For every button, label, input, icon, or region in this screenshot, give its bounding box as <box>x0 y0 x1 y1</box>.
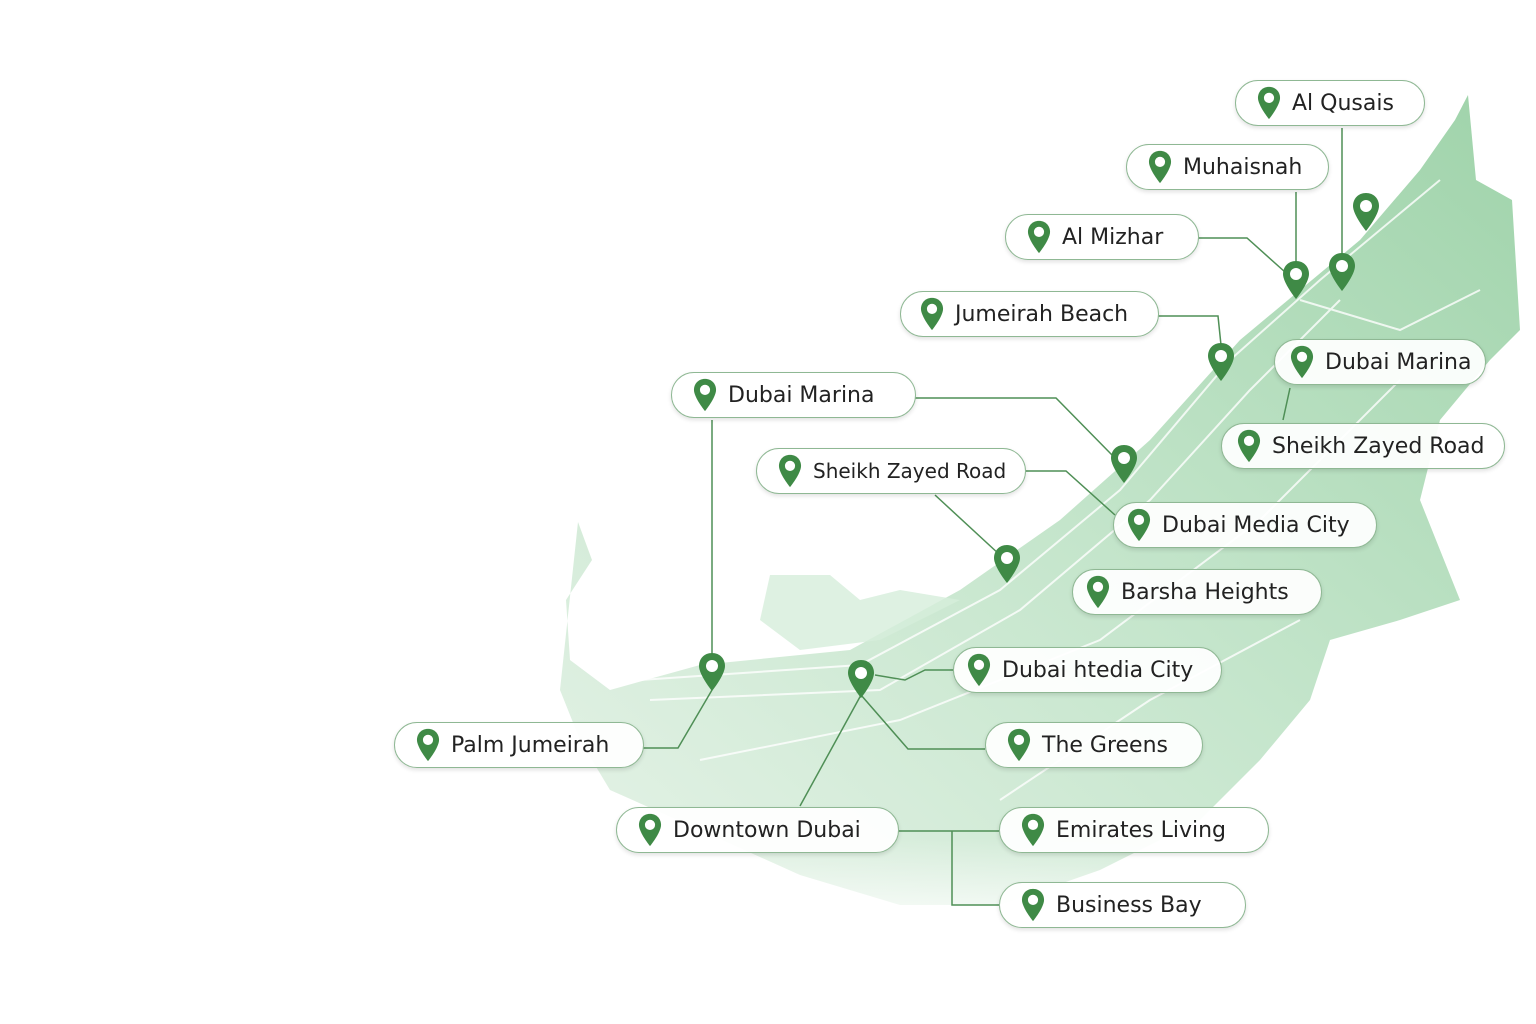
label-text: Sheikh Zayed Road <box>1272 433 1485 459</box>
location-label-al-qusais[interactable]: Al Qusais <box>1235 80 1425 126</box>
map-pin-icon[interactable] <box>697 652 727 692</box>
label-text: Dubai Marina <box>728 382 875 408</box>
label-text: Barsha Heights <box>1121 579 1289 605</box>
label-text: Sheikh Zayed Road <box>813 459 1007 483</box>
location-label-sheikh-zayed-road-right[interactable]: Sheikh Zayed Road <box>1221 423 1505 469</box>
map-pin-icon <box>967 653 991 687</box>
map-pin-icon <box>920 297 944 331</box>
label-text: Palm Jumeirah <box>451 732 610 758</box>
label-text: Al Qusais <box>1292 90 1394 116</box>
label-text: Jumeirah Beach <box>955 301 1129 327</box>
location-label-jumeirah-beach[interactable]: Jumeirah Beach <box>900 291 1159 337</box>
label-text: Dubai Media City <box>1162 512 1350 538</box>
location-label-barsha-heights[interactable]: Barsha Heights <box>1072 569 1322 615</box>
map-pin-icon[interactable] <box>992 544 1022 584</box>
map-pin-icon <box>1007 728 1031 762</box>
map-pin-icon <box>638 813 662 847</box>
location-label-business-bay[interactable]: Business Bay <box>999 882 1246 928</box>
location-label-emirates-living[interactable]: Emirates Living <box>999 807 1269 853</box>
location-label-dubai-marina-right[interactable]: Dubai Marina <box>1274 339 1486 385</box>
map-pin-icon <box>778 454 802 488</box>
location-label-palm-jumeirah[interactable]: Palm Jumeirah <box>394 722 644 768</box>
location-label-sheikh-zayed-road-mid[interactable]: Sheikh Zayed Road <box>756 448 1026 494</box>
map-pin-icon <box>1257 86 1281 120</box>
map-pin-icon[interactable] <box>846 659 876 699</box>
label-text: Dubai htedia City <box>1002 657 1194 683</box>
location-label-dubai-marina-left[interactable]: Dubai Marina <box>671 372 916 418</box>
label-text: Muhaisnah <box>1183 154 1303 180</box>
map-pin-icon <box>1086 575 1110 609</box>
location-label-the-greens[interactable]: The Greens <box>985 722 1203 768</box>
map-pin-icon <box>1127 508 1151 542</box>
map-pin-icon <box>1021 813 1045 847</box>
map-pin-icon <box>1237 429 1261 463</box>
map-pin-icon[interactable] <box>1109 444 1139 484</box>
leader-lines <box>643 128 1343 906</box>
map-pin-icon[interactable] <box>1351 192 1381 232</box>
map-pin-icon <box>1021 888 1045 922</box>
label-text: Downtown Dubai <box>673 817 861 843</box>
label-text: Business Bay <box>1056 892 1202 918</box>
label-text: The Greens <box>1042 732 1168 758</box>
map-pin-icon <box>1290 345 1314 379</box>
map-pin-icon <box>1148 150 1172 184</box>
location-label-muhaisnah[interactable]: Muhaisnah <box>1126 144 1329 190</box>
location-label-dubai-htedia-city[interactable]: Dubai htedia City <box>953 647 1222 693</box>
map-pin-icon[interactable] <box>1281 260 1311 300</box>
map-pin-icon[interactable] <box>1206 342 1236 382</box>
location-label-dubai-media-city[interactable]: Dubai Media City <box>1113 502 1377 548</box>
label-text: Emirates Living <box>1056 817 1226 843</box>
label-text: Dubai Marina <box>1325 349 1472 375</box>
map-pin-icon <box>693 378 717 412</box>
map-pin-icon <box>1027 220 1051 254</box>
map-pin-icon[interactable] <box>1327 252 1357 292</box>
label-text: Al Mizhar <box>1062 224 1164 250</box>
location-label-al-mizhar[interactable]: Al Mizhar <box>1005 214 1199 260</box>
location-label-downtown-dubai[interactable]: Downtown Dubai <box>616 807 899 853</box>
map-pin-icon <box>416 728 440 762</box>
